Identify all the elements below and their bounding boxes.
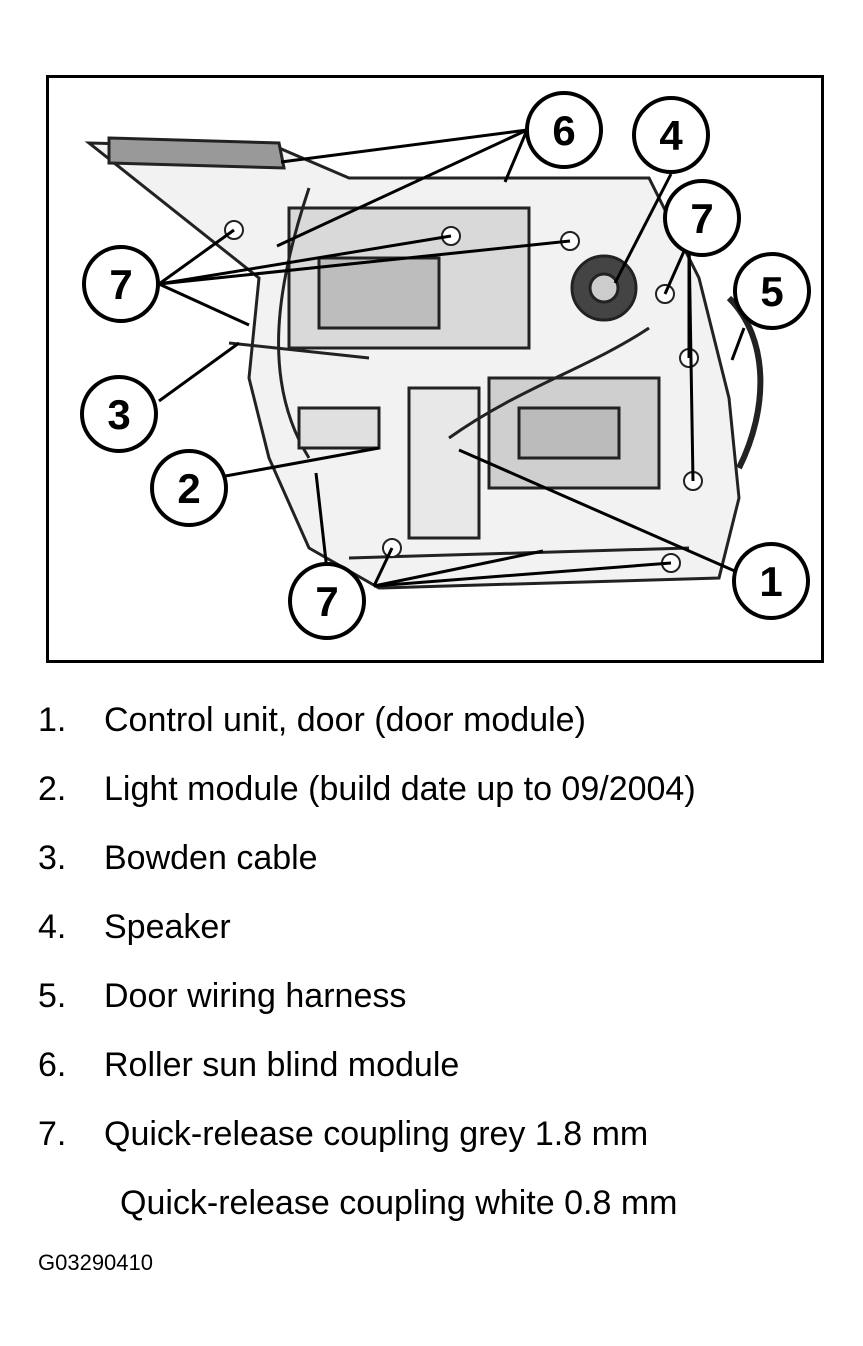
callout-2: 2 bbox=[150, 449, 228, 527]
legend-number: 4. bbox=[38, 908, 67, 946]
legend-item: 3. Bowden cable bbox=[0, 828, 863, 897]
legend-text: Quick-release coupling grey 1.8 mm bbox=[104, 1115, 649, 1153]
legend-text: Door wiring harness bbox=[104, 977, 407, 1015]
callout-6: 6 bbox=[525, 91, 603, 169]
callout-1: 1 bbox=[732, 542, 810, 620]
callout-7-left: 7 bbox=[82, 245, 160, 323]
legend-continuation-text: Quick-release coupling white 0.8 mm bbox=[120, 1184, 678, 1222]
legend-item: 7. Quick-release coupling grey 1.8 mm bbox=[0, 1104, 863, 1173]
door-panel-drawing bbox=[84, 136, 764, 590]
door-illustration: 6 4 7 7 5 3 2 bbox=[80, 91, 811, 640]
legend-number: 1. bbox=[38, 701, 67, 739]
callout-7-bottom: 7 bbox=[288, 562, 366, 640]
legend-number: 6. bbox=[38, 1046, 67, 1084]
legend-item: 5. Door wiring harness bbox=[0, 966, 863, 1035]
svg-text:7: 7 bbox=[690, 195, 713, 242]
legend-list: 1. Control unit, door (door module) 2. L… bbox=[0, 690, 863, 1242]
svg-text:7: 7 bbox=[109, 261, 132, 308]
legend-number: 2. bbox=[38, 770, 67, 808]
callout-5: 5 bbox=[733, 252, 811, 330]
svg-text:3: 3 bbox=[107, 391, 130, 438]
svg-text:4: 4 bbox=[659, 112, 683, 159]
callout-3: 3 bbox=[80, 375, 158, 453]
legend-item: 4. Speaker bbox=[0, 897, 863, 966]
legend-text: Speaker bbox=[104, 908, 231, 946]
legend-text: Bowden cable bbox=[104, 839, 318, 877]
door-module-diagram: 6 4 7 7 5 3 2 bbox=[46, 75, 824, 663]
svg-text:1: 1 bbox=[759, 558, 782, 605]
svg-text:6: 6 bbox=[552, 107, 575, 154]
callouts: 6 4 7 7 5 3 2 bbox=[80, 91, 811, 640]
svg-text:7: 7 bbox=[315, 578, 338, 625]
svg-text:2: 2 bbox=[177, 465, 200, 512]
legend-item: 1. Control unit, door (door module) bbox=[0, 690, 863, 759]
legend-number: 5. bbox=[38, 977, 67, 1015]
callout-7-upper-right: 7 bbox=[663, 179, 741, 257]
legend-text: Roller sun blind module bbox=[104, 1046, 460, 1084]
callout-4: 4 bbox=[632, 96, 710, 174]
legend-number: 7. bbox=[38, 1115, 67, 1153]
legend-item: 6. Roller sun blind module bbox=[0, 1035, 863, 1104]
figure-id: G03290410 bbox=[38, 1250, 153, 1275]
legend-number: 3. bbox=[38, 839, 67, 877]
legend-item: 2. Light module (build date up to 09/200… bbox=[0, 759, 863, 828]
svg-text:5: 5 bbox=[760, 268, 783, 315]
legend-text: Control unit, door (door module) bbox=[104, 701, 586, 739]
leader-lines bbox=[158, 128, 746, 589]
legend-continuation: Quick-release coupling white 0.8 mm bbox=[0, 1173, 863, 1242]
legend-text: Light module (build date up to 09/2004) bbox=[104, 770, 696, 808]
